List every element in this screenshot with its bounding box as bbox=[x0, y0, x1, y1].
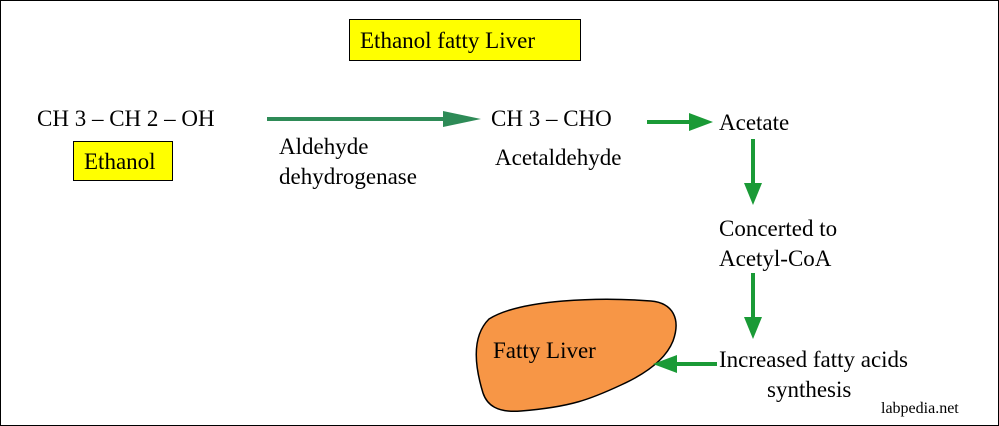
ethanol-label: Ethanol bbox=[84, 149, 156, 174]
acetaldehyde-label: Acetaldehyde bbox=[495, 145, 622, 170]
synthesis-label-line2: synthesis bbox=[767, 377, 852, 402]
acetaldehyde-formula: CH 3 – CHO bbox=[491, 106, 612, 131]
synthesis-label-line1: Increased fatty acids bbox=[719, 347, 909, 372]
converted-label-line2: Acetyl-CoA bbox=[719, 246, 832, 271]
arrowhead-acetylcoa-to-synthesis bbox=[744, 317, 762, 339]
fatty-liver-label: Fatty Liver bbox=[493, 338, 596, 363]
title-box: Ethanol fatty Liver bbox=[349, 19, 581, 61]
arrowhead-ethanol-to-acetaldehyde bbox=[443, 111, 481, 127]
ethanol-label-box: Ethanol bbox=[73, 141, 173, 181]
ethanol-formula: CH 3 – CH 2 – OH bbox=[37, 106, 215, 131]
liver-shape bbox=[475, 298, 677, 413]
arrowhead-acetate-to-acetylcoa bbox=[744, 183, 762, 205]
arrowhead-synthesis-to-liver bbox=[653, 355, 677, 373]
diagram-title: Ethanol fatty Liver bbox=[360, 28, 535, 53]
arrowhead-acetaldehyde-to-acetate bbox=[689, 113, 713, 131]
acetate-label: Acetate bbox=[719, 110, 790, 135]
converted-label-line1: Concerted to bbox=[719, 216, 838, 241]
watermark: labpedia.net bbox=[881, 400, 959, 417]
enzyme-label-line1: Aldehyde bbox=[279, 134, 369, 159]
enzyme-label-line2: dehydrogenase bbox=[279, 164, 417, 189]
